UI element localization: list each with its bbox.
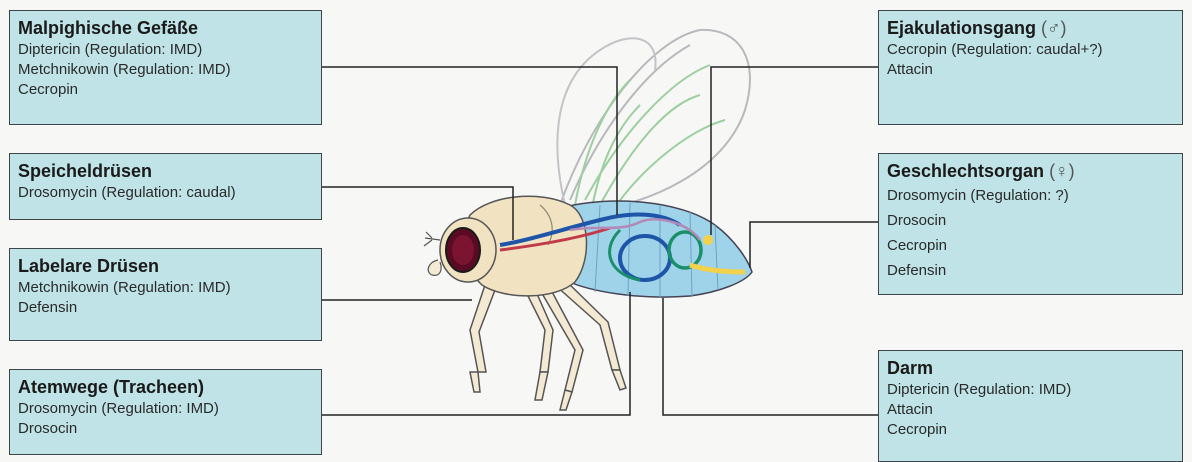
box-line: Metchnikowin (Regulation: IMD) (18, 60, 313, 80)
box-line: Drosomycin (Regulation: IMD) (18, 399, 313, 419)
box-malpighian-tubules: Malpighische Gefäße Diptericin (Regulati… (9, 10, 322, 125)
box-title: Speicheldrüsen (18, 161, 313, 182)
box-labial-glands: Labelare Drüsen Metchnikowin (Regulation… (9, 248, 322, 341)
box-line: Drosocin (887, 208, 1174, 233)
box-line: Attacin (887, 60, 1174, 80)
box-gut: Darm Diptericin (Regulation: IMD) Attaci… (878, 350, 1183, 462)
box-line: Diptericin (Regulation: IMD) (887, 380, 1174, 400)
box-line: Drosocin (18, 419, 313, 439)
connector-darm (663, 298, 878, 415)
box-line: Diptericin (Regulation: IMD) (18, 40, 313, 60)
box-line: Attacin (887, 400, 1174, 420)
box-line: Cecropin (18, 80, 313, 100)
box-salivary-glands: Speicheldrüsen Drosomycin (Regulation: c… (9, 153, 322, 220)
box-title: Atemwege (Tracheen) (18, 377, 313, 398)
box-reproductive-organ: Geschlechtsorgan (♀) Drosomycin (Regulat… (878, 153, 1183, 295)
box-title: Ejakulationsgang (887, 18, 1036, 38)
box-title: Labelare Drüsen (18, 256, 313, 277)
box-title: Malpighische Gefäße (18, 18, 313, 39)
box-title: Darm (887, 358, 1174, 379)
connector-geschlecht (750, 222, 878, 268)
box-title-row: Geschlechtsorgan (♀) (887, 161, 1174, 182)
connector-ejakulation (711, 67, 878, 235)
legs (470, 278, 626, 410)
box-line: Defensin (18, 298, 313, 318)
female-symbol: (♀) (1049, 161, 1075, 181)
box-line: Drosomycin (Regulation: caudal) (18, 183, 313, 203)
wings (557, 30, 750, 212)
box-line: Cecropin (Regulation: caudal+?) (887, 40, 1174, 60)
head (424, 218, 496, 282)
box-title-row: Ejakulationsgang (♂) (887, 18, 1174, 39)
box-line: Cecropin (887, 233, 1174, 258)
box-title: Geschlechtsorgan (887, 161, 1044, 181)
box-ejaculatory-duct: Ejakulationsgang (♂) Cecropin (Regulatio… (878, 10, 1183, 125)
box-line: Cecropin (887, 420, 1174, 440)
box-line: Drosomycin (Regulation: ?) (887, 183, 1174, 208)
box-trachea: Atemwege (Tracheen) Drosomycin (Regulati… (9, 369, 322, 455)
box-line: Metchnikowin (Regulation: IMD) (18, 278, 313, 298)
male-symbol: (♂) (1041, 18, 1067, 38)
box-line: Defensin (887, 258, 1174, 283)
